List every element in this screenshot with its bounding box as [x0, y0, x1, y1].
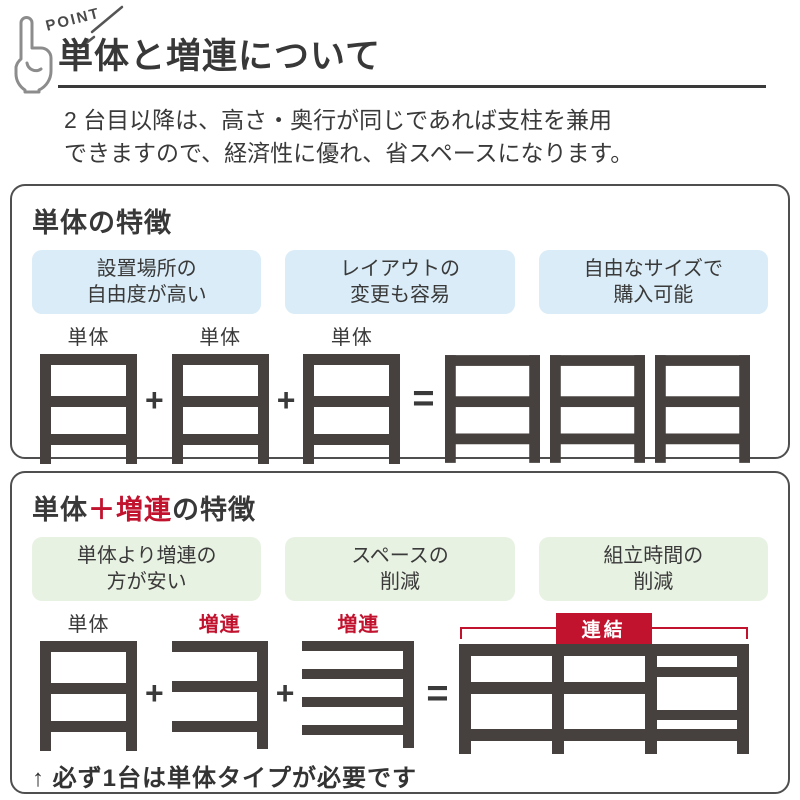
- combo-heading-black2: の特徴: [172, 495, 256, 526]
- unit-label: 単体: [67, 614, 110, 637]
- standalone-heading: 単体の特徴: [32, 208, 172, 239]
- standalone-result-group: [444, 354, 750, 464]
- benefit-pill: 設置場所の 自由度が高い: [32, 250, 262, 315]
- addon-shelf-icon: [302, 641, 415, 749]
- plus-operator: +: [276, 382, 296, 419]
- standalone-shelf-icon: [40, 354, 137, 465]
- combined-shelf-diagram: 連結: [458, 613, 749, 755]
- combo-heading-red: ＋増連: [88, 495, 172, 526]
- standalone-shelf-icon: [444, 355, 540, 464]
- shelf-unit-standalone: 単体: [303, 326, 401, 465]
- benefit-pill: 組立時間の 削減: [538, 537, 768, 602]
- plus-operator: +: [275, 675, 295, 712]
- combo-diagram: 単体 + 増連 + 増連: [30, 613, 770, 755]
- standalone-benefits: 設置場所の 自由度が高い レイアウトの 変更も容易 自由なサイズで 購入可能: [32, 250, 768, 315]
- shelf-unit-addon: 増連: [302, 613, 415, 749]
- benefit-pill: スペースの 削減: [285, 537, 515, 602]
- shelf-unit-standalone: 単体: [40, 326, 137, 465]
- standalone-shelf-icon: [171, 354, 269, 465]
- unit-label: 増連: [337, 614, 380, 637]
- unit-label: 単体: [199, 327, 242, 350]
- header: POINT 単体と増連について: [0, 0, 800, 94]
- equals-operator: =: [412, 378, 435, 421]
- benefit-pill: レイアウトの 変更も容易: [285, 250, 515, 315]
- pointing-hand-icon: [14, 16, 53, 94]
- standalone-shelf-icon: [654, 355, 750, 464]
- unit-label: 単体: [67, 327, 110, 350]
- equals-operator: =: [426, 673, 449, 716]
- section-combo: 単体＋増連の特徴 単体より増連の 方が安い スペースの 削減 組立時間の 削減 …: [10, 471, 790, 795]
- title-underline: 単体と増連について: [58, 37, 766, 88]
- plus-operator: +: [145, 382, 164, 419]
- unit-label: 増連: [198, 614, 241, 637]
- benefit-pill: 単体より増連の 方が安い: [32, 537, 262, 602]
- emphasis-slashes-icon: [78, 5, 124, 50]
- link-badge: 連結: [555, 613, 652, 645]
- shelf-unit-standalone: 単体: [171, 326, 269, 465]
- required-note: ↑ 必ず1台は単体タイプが必要です: [32, 765, 418, 793]
- section-standalone: 単体の特徴 設置場所の 自由度が高い レイアウトの 変更も容易 自由なサイズで …: [10, 184, 790, 465]
- combo-heading-black1: 単体: [32, 495, 88, 526]
- standalone-diagram: 単体 + 単体 + 単体: [30, 326, 770, 465]
- standalone-shelf-icon: [40, 641, 137, 752]
- combo-heading: 単体＋増連の特徴: [32, 488, 770, 527]
- shelf-unit-standalone: 単体: [40, 613, 137, 752]
- standalone-shelf-icon: [549, 355, 645, 464]
- page-title: 単体と増連について: [58, 37, 381, 76]
- combined-shelf-icon: [458, 644, 749, 755]
- intro-text: 2 台目以降は、高さ・奥行が同じであれば支柱を兼用 できますので、経済性に優れ、…: [64, 107, 634, 167]
- benefit-pill: 自由なサイズで 購入可能: [538, 250, 768, 315]
- combo-benefits: 単体より増連の 方が安い スペースの 削減 組立時間の 削減: [32, 537, 768, 602]
- shelf-unit-addon: 増連: [171, 613, 268, 750]
- unit-label: 単体: [330, 327, 373, 350]
- plus-operator: +: [145, 675, 164, 712]
- addon-shelf-icon: [171, 641, 268, 750]
- standalone-shelf-icon: [303, 354, 401, 465]
